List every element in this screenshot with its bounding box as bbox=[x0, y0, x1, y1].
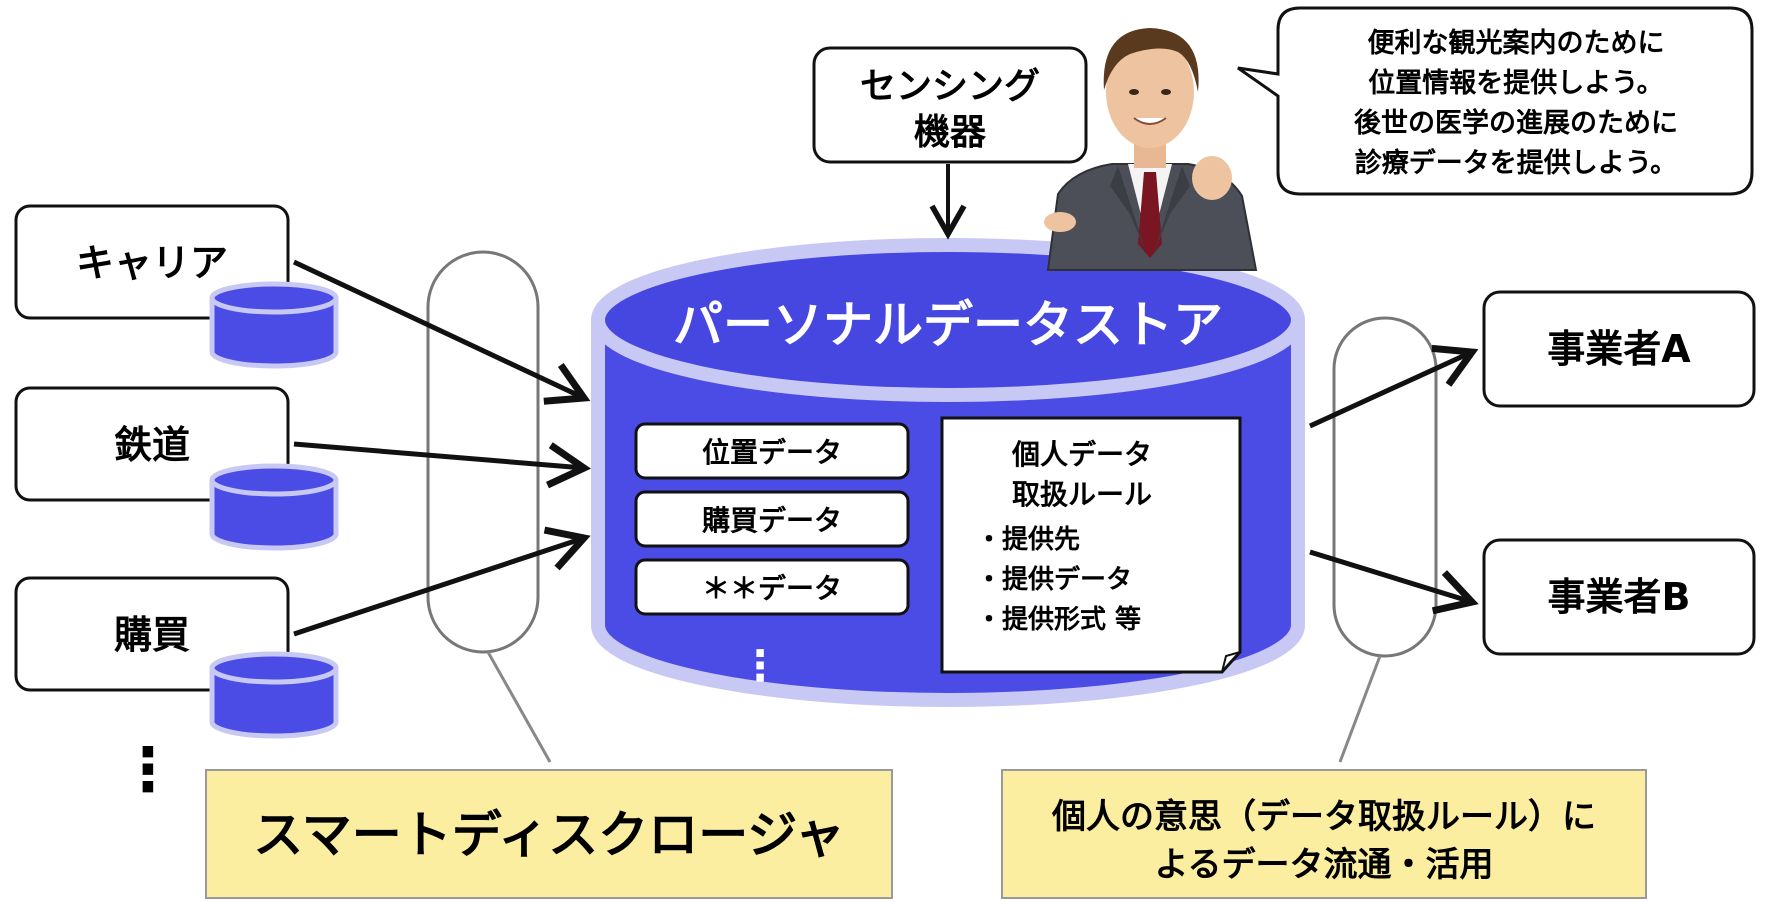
speech-line1: 便利な観光案内のために bbox=[1368, 27, 1665, 59]
arrow-store-to-business-a bbox=[1308, 344, 1479, 429]
data-items-more-ellipsis: ⋮ bbox=[739, 641, 781, 690]
rules-title-line2: 取扱ルール bbox=[1012, 478, 1152, 511]
smart-disclosure-label: スマートディスクロージャ bbox=[205, 769, 893, 899]
source-purchase-label: 購買 bbox=[114, 613, 190, 657]
smart-disclosure-connector bbox=[486, 651, 552, 763]
intent-capsule bbox=[1332, 316, 1438, 658]
arrow-store-to-business-b bbox=[1309, 549, 1479, 615]
source-carrier-db-icon bbox=[209, 281, 339, 369]
intent-text-line1: 個人の意思（データ取扱ルール）に bbox=[1051, 797, 1596, 837]
sensing-device: センシング 機器 bbox=[812, 46, 1088, 164]
smart-disclosure-text: スマートディスクロージャ bbox=[253, 806, 845, 864]
data-item-other: ＊＊データ bbox=[634, 558, 910, 616]
data-handling-rules-doc: 個人データ 取扱ルール ・提供先 ・提供データ ・提供形式 等 bbox=[940, 416, 1242, 674]
store-title: パーソナルデータストア bbox=[673, 296, 1223, 354]
businessman-illustration bbox=[1044, 28, 1258, 271]
source-carrier-label: キャリア bbox=[76, 241, 228, 285]
smart-disclosure-capsule bbox=[426, 250, 540, 654]
business-b-label: 事業者B bbox=[1548, 575, 1691, 619]
individual-intent-label: 個人の意思（データ取扱ルール）に よるデータ流通・活用 bbox=[1001, 769, 1647, 899]
source-purchase-db-icon bbox=[209, 651, 339, 739]
data-item-location: 位置データ bbox=[634, 422, 910, 480]
intent-connector bbox=[1338, 655, 1382, 763]
speech-line4: 診療データを提供しよう。 bbox=[1355, 147, 1677, 179]
data-item-location-label: 位置データ bbox=[702, 436, 842, 469]
business-a-label: 事業者A bbox=[1547, 327, 1691, 371]
rules-title-line1: 個人データ bbox=[1011, 438, 1152, 471]
rules-item-format: ・提供形式 等 bbox=[976, 604, 1141, 635]
rules-item-recipient: ・提供先 bbox=[976, 525, 1080, 555]
rules-item-data: ・提供データ bbox=[976, 564, 1132, 595]
data-item-purchase-label: 購買データ bbox=[702, 504, 842, 537]
intent-text-line2: よるデータ流通・活用 bbox=[1155, 845, 1494, 885]
data-item-other-label: ＊＊データ bbox=[702, 572, 842, 605]
business-b: 事業者B bbox=[1482, 538, 1756, 656]
sensing-device-line1: センシング bbox=[860, 66, 1040, 107]
sources-more-ellipsis: ⋮ bbox=[118, 735, 178, 805]
speech-line3: 後世の医学の進展のために bbox=[1354, 107, 1678, 139]
arrow-carrier-to-store bbox=[292, 259, 591, 405]
sensing-device-line2: 機器 bbox=[914, 112, 987, 153]
business-a: 事業者A bbox=[1482, 290, 1756, 408]
source-railway-label: 鉄道 bbox=[114, 423, 190, 467]
speech-line2: 位置情報を提供しよう。 bbox=[1368, 67, 1663, 99]
arrow-purchase-to-store bbox=[293, 526, 591, 637]
arrow-railway-to-store bbox=[293, 441, 592, 489]
source-railway-db-icon bbox=[209, 463, 339, 551]
speech-bubble: 便利な観光案内のために 位置情報を提供しよう。 後世の医学の進展のために 診療デ… bbox=[1237, 6, 1754, 196]
data-item-purchase: 購買データ bbox=[634, 490, 910, 548]
